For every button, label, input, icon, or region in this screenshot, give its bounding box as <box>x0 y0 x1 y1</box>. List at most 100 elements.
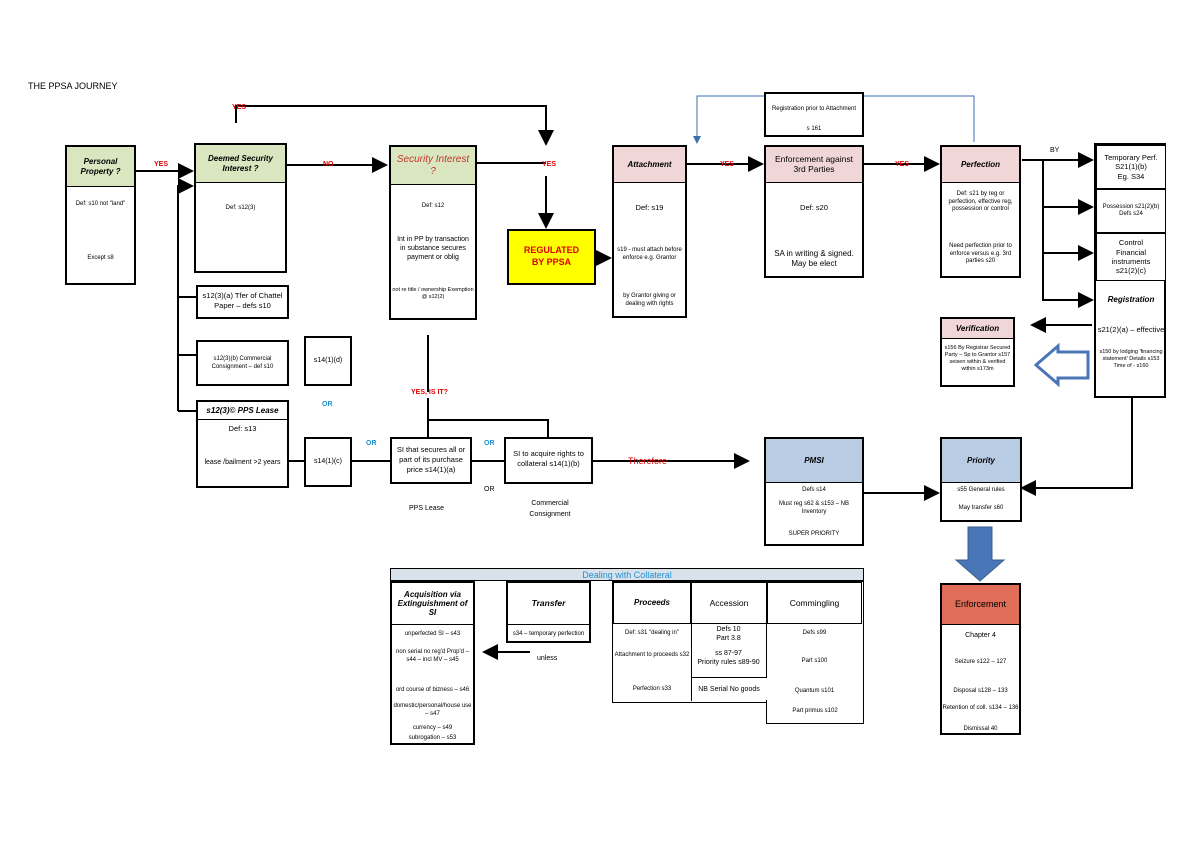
control-l2: Financial instruments <box>1111 247 1151 266</box>
temporary-perf-cell: Temporary Perf. S21(1)(b) Eg. S34 <box>1096 145 1166 189</box>
registration-l3: s150 by lodging 'financing statement' De… <box>1099 349 1163 369</box>
commercial-consignment-box: s12(3)(b) Commercial Consignment – def s… <box>196 340 289 386</box>
regulated-text: REGULATED BY PPSA <box>523 245 580 267</box>
label-yes-si: YES <box>542 161 557 168</box>
label-yes-is-it: YES, IS IT? <box>411 389 448 396</box>
verification-title: Verification <box>942 319 1013 339</box>
personal-property-title: Personal Property ? <box>67 147 134 187</box>
pps-lease-title: s12(3)© PPS Lease <box>198 402 287 420</box>
accession-l1: Defs 10 <box>716 626 741 633</box>
personal-property-except: Except s8 <box>87 255 114 261</box>
transfer-chattel-text: s12(3)(a) Tfer of Chattel Paper – defs s… <box>202 291 283 310</box>
label-no: NO <box>323 161 334 168</box>
acquisition-item-3: domestic/personal/house use – s47 <box>393 703 472 717</box>
label-therefore: Therefore <box>628 456 668 466</box>
right-stack-box: Temporary Perf. S21(1)(b) Eg. S34 Posses… <box>1094 143 1166 398</box>
accession-l4: Priority rules s89-90 <box>697 659 760 666</box>
attachment-text2: by Grantor giving or dealing with rights <box>623 293 676 307</box>
regulated-box: REGULATED BY PPSA <box>507 229 596 285</box>
acquisition-item-1: non serial no reg'd Prop'd – s44 – incl … <box>395 649 469 663</box>
commingling-l3: Quantum s101 <box>794 688 835 694</box>
priority-box: Priority s55 General rules May transfer … <box>940 437 1022 522</box>
priority-l2: May transfer s60 <box>958 505 1004 511</box>
s14-1-d-box: s14(1)(d) <box>304 336 352 386</box>
s14-1-d-text: s14(1)(d) <box>313 357 343 364</box>
label-pps-lease: PPS Lease <box>409 505 445 512</box>
acquisition-title: Acquisition via Extinguishment of SI <box>392 583 473 625</box>
pmsi-super: SUPER PRIORITY <box>788 531 840 537</box>
perfection-text2: Need perfection prior to enforce versus … <box>949 243 1012 264</box>
s14-1-c-box: s14(1)(c) <box>304 437 352 487</box>
accession-title: Accession <box>691 582 767 624</box>
control-title: Control <box>1118 238 1144 248</box>
verification-arrow-icon <box>1033 342 1090 388</box>
accession-body: Defs 10 Part 3.8 ss 87-97 Priority rules… <box>691 624 767 678</box>
pmsi-text: Must reg s62 & s153 – NB Inventory <box>778 501 850 515</box>
pps-lease-text: lease /bailment >2 years <box>204 459 281 466</box>
priority-title: Priority <box>942 439 1020 483</box>
label-yes-enforce: YES <box>895 161 910 168</box>
commingling-body: Defs s99 Part s100 Quantum s101 <box>767 624 862 701</box>
label-commercial-consignment: Commercial Consignment <box>529 500 571 518</box>
commercial-consignment-text: s12(3)(b) Commercial Consignment – def s… <box>211 356 274 370</box>
priority-l1: s55 General rules <box>957 487 1005 493</box>
security-interest-text: Int in PP by transaction in substance se… <box>397 236 469 262</box>
label-yes-top: YES <box>232 104 247 111</box>
registration-prior-sub: s 161 <box>806 126 822 132</box>
commingling-title: Commingling <box>767 582 862 624</box>
enforcement-3rd-text: SA in writing & signed. May be elect <box>774 249 854 269</box>
pmsi-title: PMSI <box>766 439 862 483</box>
registration-l2: s21(2)(a) – effective <box>1097 325 1165 334</box>
accession-l5: NB Serial No goods <box>698 686 760 693</box>
enforcement-3rd-title: Enforcement against 3rd Parties <box>766 147 862 183</box>
dealing-table: Proceeds Accession Commingling Def: s31 … <box>612 581 864 703</box>
control-l3: s21(2)(c) <box>1115 266 1146 276</box>
label-or-3: OR <box>484 440 495 447</box>
commingling-extra: Part primus s102 <box>766 700 864 724</box>
verification-text: s156 By Registrar Secured Party – Sp to … <box>944 345 1011 372</box>
label-yes-attach: YES <box>720 161 735 168</box>
commingling-l1: Defs s99 <box>802 630 827 636</box>
security-interest-note: not re title / ownership Exemption @ s12… <box>392 287 474 300</box>
label-by: BY <box>1050 147 1060 154</box>
attachment-text1: s19 - must attach before enforce e.g. Gr… <box>617 247 682 261</box>
enforcement-box: Enforcement Chapter 4 Seizure s122 – 127… <box>940 583 1021 735</box>
si-acquire-text: SI to acquire rights to collateral s14(1… <box>513 449 584 468</box>
control-cell: Control Financial instruments s21(2)(c) <box>1096 233 1166 281</box>
possession-text: Possession s21(2)(b) Defs s24 <box>1102 203 1160 218</box>
deemed-si-def: Def: s12(3) <box>225 205 256 211</box>
commingling-l4: Part primus s102 <box>792 708 838 714</box>
pps-lease-def: Def: s13 <box>228 424 257 433</box>
attachment-title: Attachment <box>614 147 685 183</box>
dealing-header-text: Dealing with Collateral <box>582 570 672 580</box>
security-interest-def: Def: s12 <box>421 203 445 209</box>
enforcement-3rd-def: Def: s20 <box>800 203 828 212</box>
perfection-def: Def: s21 by reg or perfection, effective… <box>948 191 1013 212</box>
transfer-text: s34 – temporary perfection <box>512 631 585 637</box>
label-yes-pp: YES <box>154 161 169 168</box>
dealing-header: Dealing with Collateral <box>390 568 864 581</box>
proceeds-l1: Def: s31 "dealing in" <box>625 630 679 636</box>
pmsi-def: Defs s14 <box>802 487 826 493</box>
si-acquire-box: SI to acquire rights to collateral s14(1… <box>504 437 593 484</box>
acquisition-item-2: ord course of bizness – s46 <box>395 687 470 693</box>
perfection-box: Perfection Def: s21 by reg or perfection… <box>940 145 1021 278</box>
security-interest-title: Security Interest ? <box>391 147 475 185</box>
enforcement-arrow-icon <box>954 526 1006 582</box>
transfer-title: Transfer <box>508 583 589 625</box>
si-secures-text: SI that secures all or part of its purch… <box>396 445 466 474</box>
deemed-si-title: Deemed Security Interest ? <box>196 145 285 183</box>
s14-1-c-text: s14(1)(c) <box>313 458 342 465</box>
temporary-perf-l3: Eg. S34 <box>1117 171 1145 181</box>
temporary-perf-title: Temporary Perf. <box>1104 152 1158 162</box>
security-interest-box: Security Interest ? Def: s12 Int in PP b… <box>389 145 477 320</box>
registration-prior-title: Registration prior to Attachment <box>771 106 857 112</box>
accession-l2: Part 3.8 <box>716 635 741 642</box>
commingling-l2: Part s100 <box>801 658 828 664</box>
enforcement-l2: Seizure s122 – 127 <box>954 659 1007 665</box>
deemed-si-box: Deemed Security Interest ? Def: s12(3) <box>194 143 287 273</box>
label-or-1: OR <box>322 401 333 408</box>
pmsi-box: PMSI Defs s14 Must reg s62 & s153 – NB I… <box>764 437 864 546</box>
attachment-def: Def: s19 <box>635 203 664 212</box>
enforcement-l1: Chapter 4 <box>965 632 996 639</box>
